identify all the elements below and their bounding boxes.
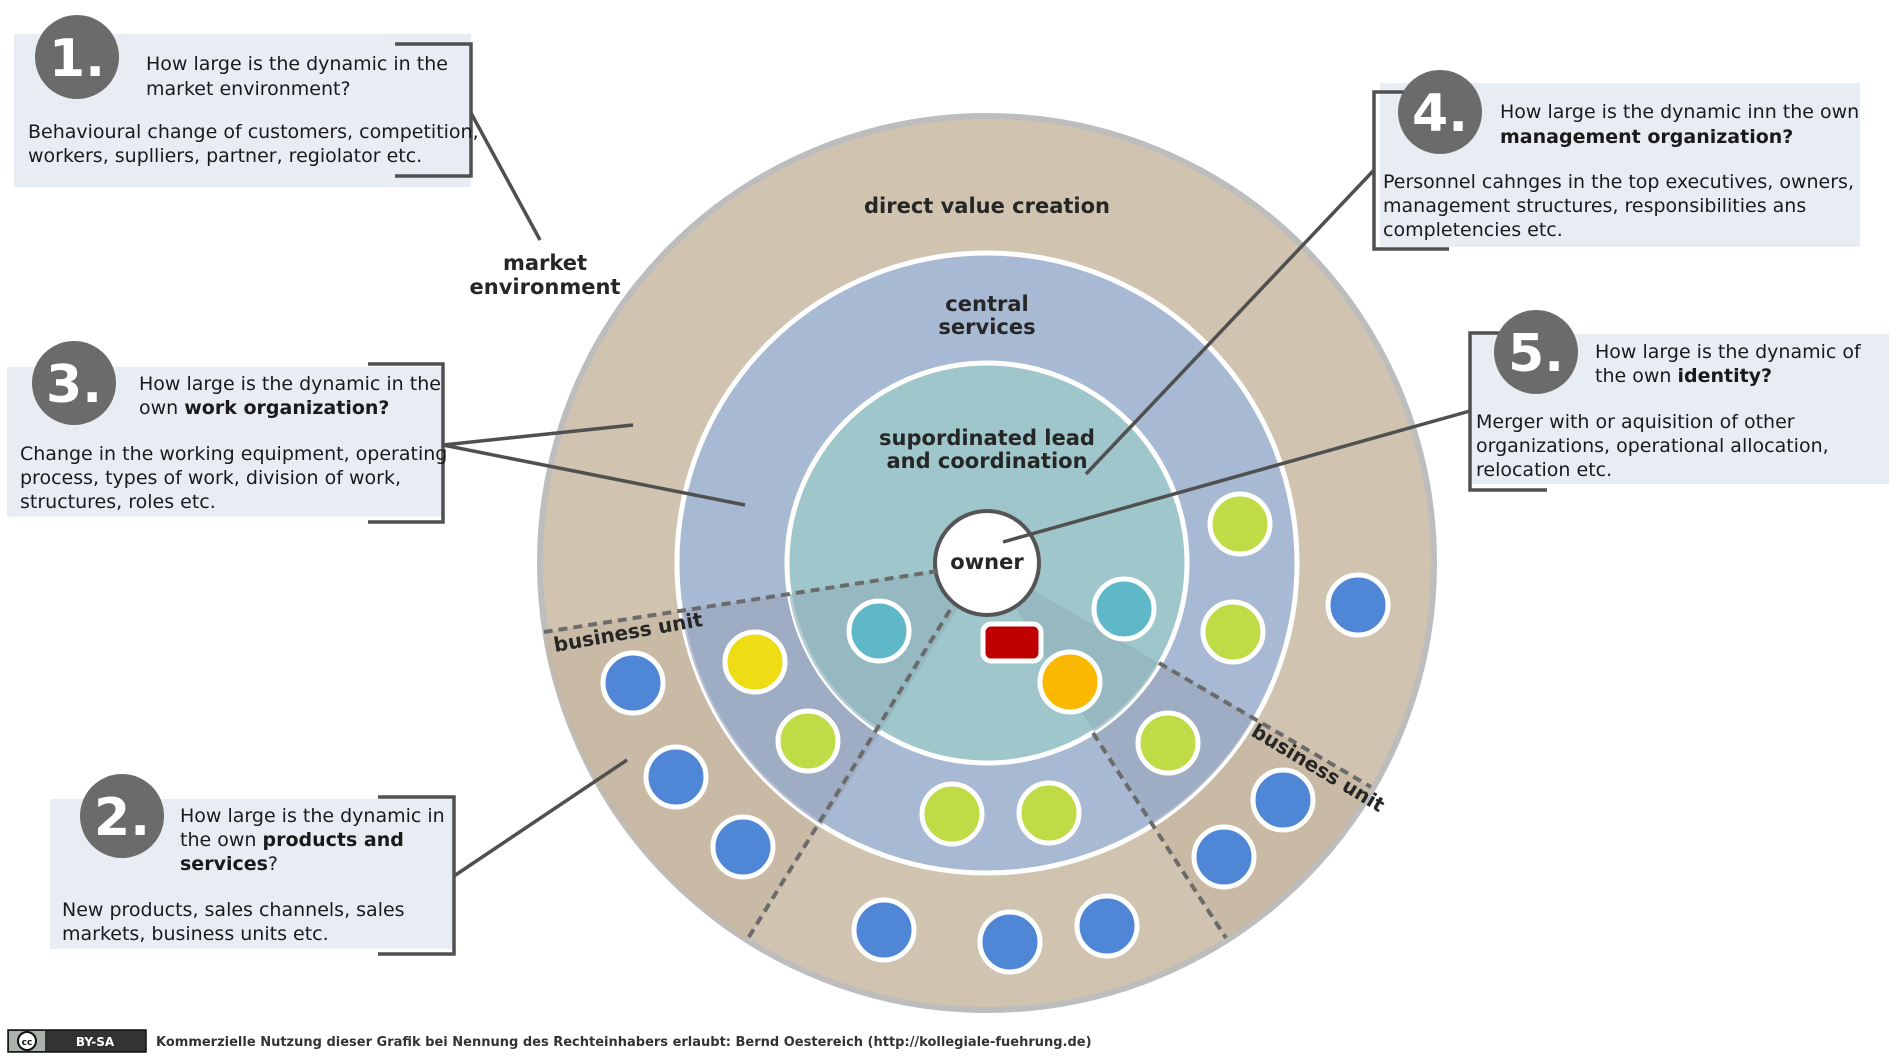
connector-3b [442, 443, 746, 507]
question-box-4: 4. How large is the dynamic inn the own … [1372, 70, 1860, 251]
number-badge-2 [80, 774, 164, 858]
connector-3a [442, 423, 634, 447]
cc-icon [17, 1031, 37, 1051]
question-box-3-bracket [368, 362, 445, 524]
number-4: 4. [1412, 84, 1468, 144]
inner-ring-label-line1: supordinated lead [879, 426, 1095, 450]
desc-4-line3: completencies etc. [1383, 219, 1563, 241]
boundary-right [1157, 661, 1373, 789]
question-box-2: 2. How large is the dynamic in the own p… [50, 774, 456, 956]
desc-5-line2: organizations, operational allocation, [1476, 435, 1829, 457]
question-2-line3: services? [180, 853, 278, 875]
business-unit-sector-right-inner [987, 563, 1159, 732]
blue-dot [1250, 767, 1316, 833]
orange-dot [1037, 649, 1103, 715]
green-dot [919, 781, 985, 847]
center-owner-circle [933, 509, 1041, 617]
number-badge-1 [35, 15, 119, 99]
connector-5 [1002, 409, 1471, 544]
green-dot [1207, 491, 1273, 557]
blue-dot [1191, 824, 1257, 890]
number-3: 3. [46, 355, 102, 415]
market-label-line2: environment [470, 275, 621, 299]
outer-ring-label: direct value creation [864, 194, 1110, 218]
license-text: BY-SA [76, 1035, 115, 1049]
connector-4 [1084, 168, 1376, 476]
question-box-5: 5. How large is the dynamic of the own i… [1468, 310, 1889, 492]
market-label-line1: market [503, 251, 587, 275]
middle-ring-label-line2: services [938, 315, 1035, 339]
desc-4-line2: management structures, responsibilities … [1383, 195, 1806, 217]
inner-ring-label-line2: and coordination [886, 449, 1087, 473]
teal-dot [846, 598, 912, 664]
boundary-lower-left [745, 608, 952, 942]
footer: cc BY-SA Kommerzielle Nutzung dieser Gra… [7, 1029, 1092, 1053]
question-3-line2: own work organization? [139, 397, 389, 419]
connector-2 [453, 758, 628, 878]
boundary-left [543, 569, 939, 634]
footer-text: Kommerzielle Nutzung dieser Grafik bei N… [156, 1035, 1092, 1050]
blue-dot [643, 744, 709, 810]
desc-1-line2: workers, suplliers, partner, regiolator … [28, 145, 422, 167]
question-box-3: 3. How large is the dynamic in the own w… [7, 341, 447, 524]
teal-dot [1091, 576, 1157, 642]
green-dot [775, 708, 841, 774]
connector-lines [442, 112, 1471, 878]
question-1-line1: How large is the dynamic in the [146, 53, 448, 75]
cc-icon-text: cc [22, 1038, 33, 1048]
desc-2-line1: New products, sales channels, sales [62, 899, 405, 921]
blue-dot [710, 814, 776, 880]
number-1: 1. [49, 29, 105, 89]
question-5-line2: the own identity? [1595, 365, 1772, 387]
middle-ring-label-line1: central [945, 292, 1028, 316]
blue-dot [600, 650, 666, 716]
desc-5-line3: relocation etc. [1476, 459, 1612, 481]
question-box-1-bracket [395, 42, 473, 178]
green-dot [1016, 780, 1082, 846]
number-5: 5. [1508, 324, 1564, 384]
question-4-line1: How large is the dynamic inn the own [1500, 101, 1859, 123]
connector-1 [469, 112, 542, 241]
red-rectangle [980, 621, 1044, 664]
desc-3-line1: Change in the working equipment, operati… [20, 443, 447, 465]
blue-dot [1074, 893, 1140, 959]
desc-2-line2: markets, business units etc. [62, 923, 329, 945]
question-4-bold: management organization? [1500, 126, 1793, 148]
question-2-line1: How large is the dynamic in [180, 805, 445, 827]
yellow-dot [722, 629, 788, 695]
blue-dot [851, 897, 917, 963]
blue-dot [977, 909, 1043, 975]
owner-label: owner [950, 550, 1024, 574]
number-2: 2. [94, 788, 150, 848]
question-box-1: 1. How large is the dynamic in the marke… [14, 15, 479, 187]
question-3-line1: How large is the dynamic in the [139, 373, 441, 395]
question-5-line1: How large is the dynamic of [1595, 341, 1862, 363]
blue-dot [1325, 572, 1391, 638]
desc-5-line1: Merger with or aquisition of other [1476, 411, 1795, 433]
question-2-line2: the own products and [180, 829, 404, 851]
number-badge-3 [32, 341, 116, 425]
desc-3-line2: process, types of work, division of work… [20, 467, 401, 489]
boundary-lower-right [1091, 731, 1228, 940]
number-badge-5 [1494, 310, 1578, 394]
green-dot [1200, 599, 1266, 665]
desc-1-line1: Behavioural change of customers, competi… [28, 121, 479, 143]
unit-dots [600, 491, 1391, 975]
business-unit-boundaries [543, 569, 1373, 942]
number-badge-4 [1398, 70, 1482, 154]
desc-4-line1: Personnel cahnges in the top executives,… [1383, 171, 1854, 193]
desc-3-line3: structures, roles etc. [20, 491, 216, 513]
question-1-bold: market environment? [146, 78, 351, 100]
green-dot [1135, 710, 1201, 776]
